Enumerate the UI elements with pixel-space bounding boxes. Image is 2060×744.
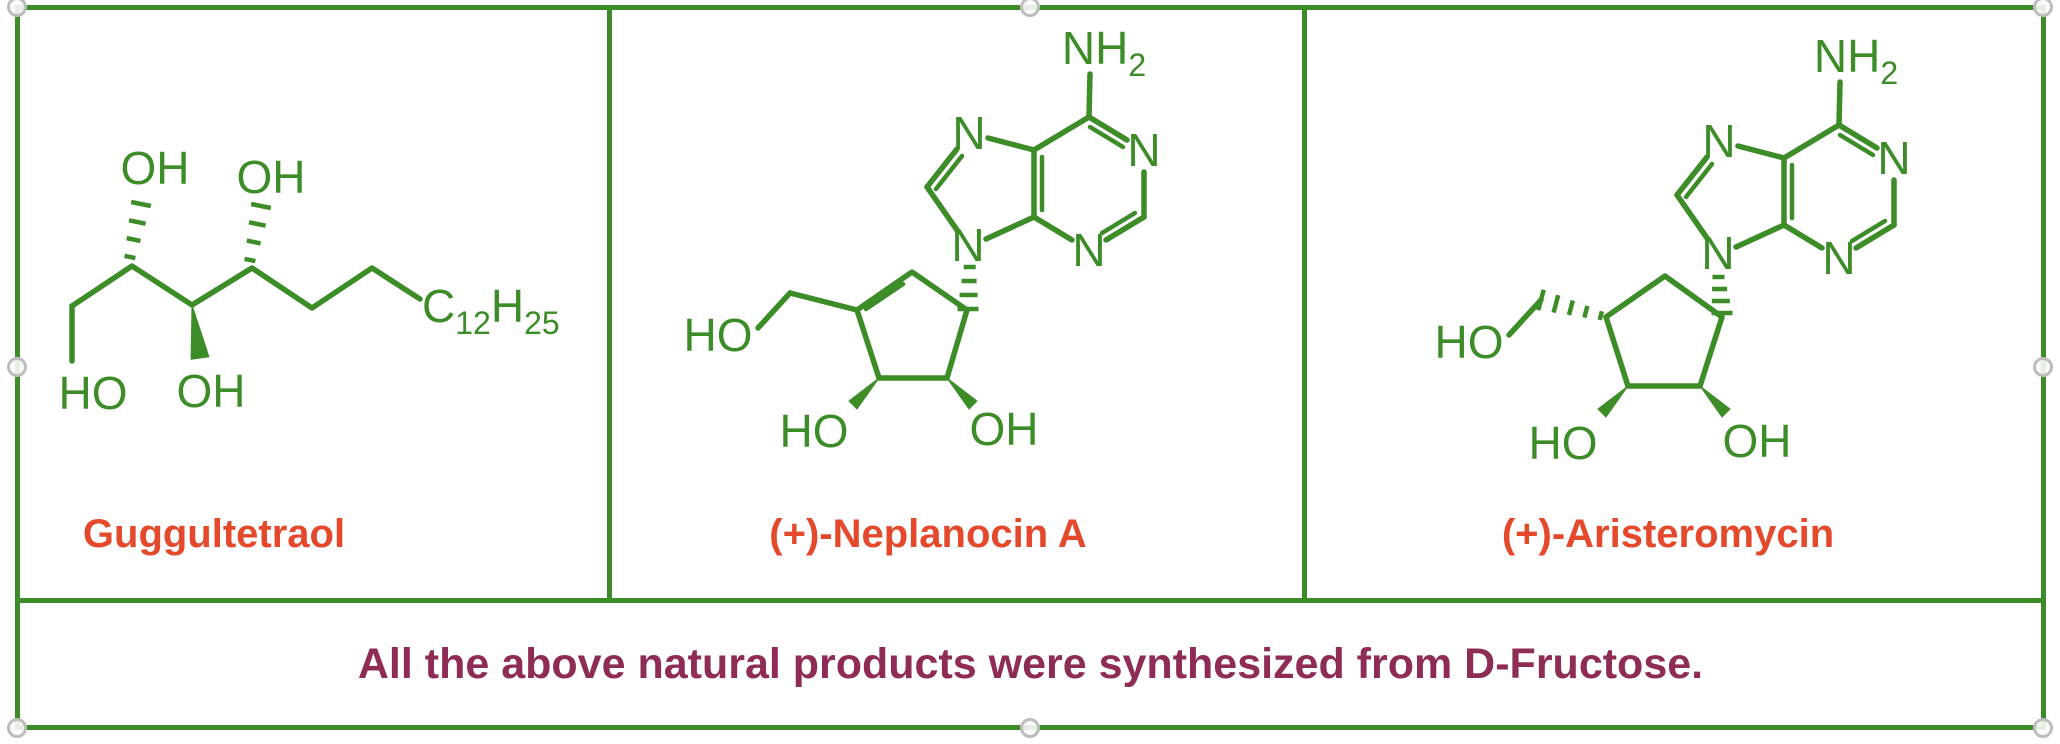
caption-row: All the above natural products were synt… [20, 603, 2041, 725]
atom-label-ho-bottom-left: HO [1529, 417, 1598, 469]
compound-name-guggultetraol: Guggultetraol [82, 512, 346, 556]
selection-handle-bottom-right[interactable] [2033, 718, 2053, 738]
figure-caption: All the above natural products were synt… [357, 639, 1704, 688]
purine-bonds [1674, 79, 1897, 251]
hashed-wedge-c4-oh [244, 201, 272, 264]
cyclopentene-ring [854, 269, 970, 381]
compound-name-aristeromycin: (+)-Aristeromycin [1501, 512, 1835, 556]
natural-products-figure[interactable]: HO OH OH OH C12H25 Guggultetraol [15, 5, 2046, 730]
solid-wedge-c3-oh [190, 304, 210, 360]
atom-label-n9: N [1701, 227, 1734, 279]
panel-guggultetraol: HO OH OH OH C12H25 Guggultetraol [20, 10, 607, 598]
selection-handle-top-right[interactable] [2033, 0, 2053, 17]
atom-label-oh-bottom-right: OH [970, 403, 1039, 455]
selection-handle-bottom-left[interactable] [7, 718, 27, 738]
solid-wedge-ho-left [1597, 385, 1629, 418]
atom-label-n7: N [952, 107, 985, 159]
atom-label-ho-hydroxymethyl: HO [1435, 316, 1504, 368]
atom-label-oh-c3: OH [177, 365, 246, 417]
atom-label-alkyl-chain: C12H25 [422, 280, 560, 341]
selection-handle-top-center[interactable] [1020, 0, 1040, 17]
solid-wedge-oh-right [946, 377, 978, 410]
hashed-wedge-n9-c1 [1711, 274, 1733, 316]
panel-neplanocin-a: NH2 N N N N HO HO OH (+)-Neplanocin A [612, 10, 1302, 598]
atom-label-n3: N [1822, 232, 1855, 284]
solid-wedge-ho-left [848, 377, 880, 410]
selection-handle-top-left[interactable] [7, 0, 27, 17]
aristeromycin-structure: NH2 N N N N HO HO OH [1435, 30, 1911, 469]
atom-label-ho-terminal: HO [59, 367, 128, 419]
selection-handle-bottom-center[interactable] [1020, 718, 1040, 738]
atom-label-oh-c4: OH [237, 151, 306, 203]
hashed-wedge-hydroxymethyl [1536, 289, 1605, 321]
neplanocin-a-structure: NH2 N N N N HO HO OH [684, 22, 1161, 457]
atom-label-oh-bottom-right: OH [1723, 415, 1792, 467]
carbon-skeleton [69, 263, 423, 364]
atom-label-n3: N [1072, 224, 1105, 276]
guggultetraol-structure: HO OH OH OH C12H25 [59, 142, 560, 419]
compound-name-neplanocin-a: (+)-Neplanocin A [769, 512, 1087, 556]
atom-label-ho-bottom-left: HO [780, 405, 849, 457]
column-divider-1 [607, 10, 612, 598]
atom-label-ho-hydroxymethyl: HO [684, 309, 753, 361]
hydroxymethyl-bond [1506, 297, 1544, 338]
atom-label-nh2: NH2 [1062, 22, 1146, 83]
cyclopentane-ring [1603, 273, 1725, 389]
selection-handle-middle-right[interactable] [2033, 357, 2053, 377]
hashed-wedge-c2-oh [124, 199, 152, 261]
hydroxymethyl-bonds [755, 290, 860, 331]
atom-label-n1: N [1877, 132, 1910, 184]
solid-wedge-oh-right [1699, 385, 1731, 418]
atom-label-oh-c2: OH [121, 142, 190, 194]
panel-aristeromycin: NH2 N N N N HO HO OH (+)-Aristeromycin [1307, 10, 2041, 598]
selection-handle-middle-left[interactable] [7, 357, 27, 377]
atom-label-nh2: NH2 [1814, 30, 1898, 91]
caption-row-divider [20, 598, 2041, 603]
purine-bonds [924, 71, 1147, 243]
atom-label-n9: N [951, 219, 984, 271]
atom-label-n1: N [1127, 124, 1160, 176]
atom-label-n7: N [1702, 115, 1735, 167]
column-divider-2 [1302, 10, 1307, 598]
